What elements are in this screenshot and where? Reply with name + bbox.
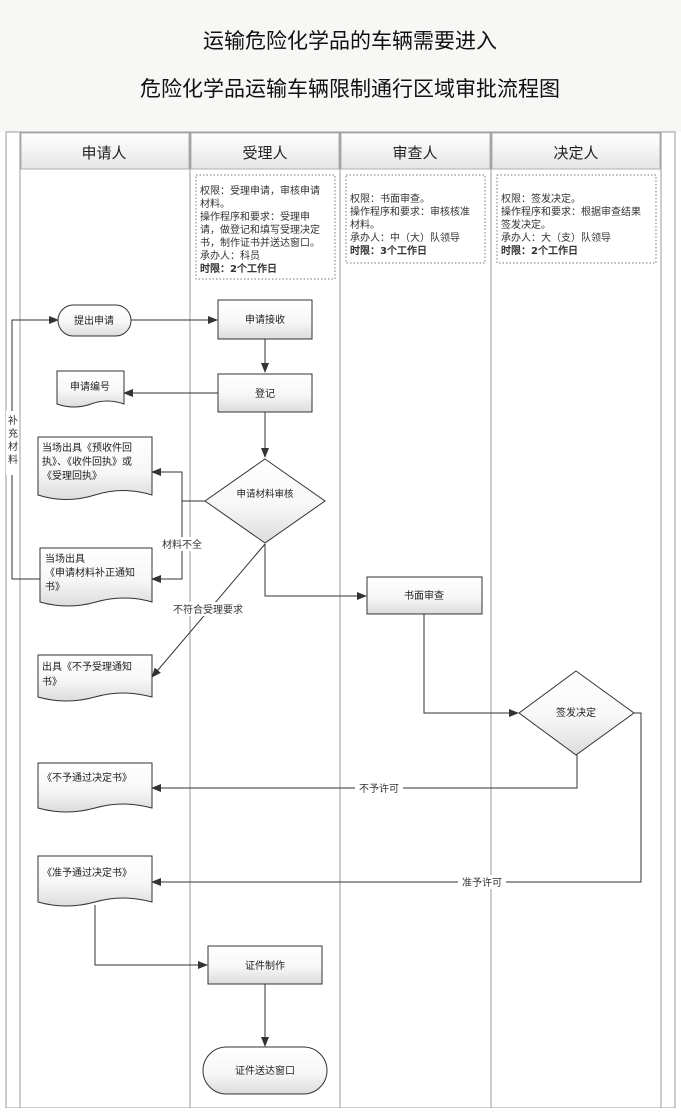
note-decider: 权限：签发决定。操作程序和要求：根据审查结果签发决定。承办人：大（支）队领导时限…	[496, 174, 657, 264]
svg-text:权限：受理申请，审核申请材料。操作程序和要求：受理申请，做登: 权限：受理申请，审核申请材料。操作程序和要求：受理申请，做登记和填写受理决定书，…	[200, 184, 320, 275]
lane-header-decider: 决定人	[553, 144, 598, 162]
title-band	[0, 0, 681, 132]
svg-text:权限：签发决定。操作程序和要求：根据审查结果签发决定。承办人: 权限：签发决定。操作程序和要求：根据审查结果签发决定。承办人：大（支）队领导时限…	[501, 192, 641, 257]
node-deliver: 证件送达窗口	[202, 1046, 328, 1095]
arrow-permit	[151, 712, 642, 886]
node-supplement-doc: 当场出具《申请材料补正通知书》	[39, 547, 153, 607]
edge-label-permitted: 准予许可	[458, 875, 506, 889]
note-reviewer: 权限：书面审查。操作程序和要求：审核核准材料。承办人：中（大）队领导时限：3个工…	[345, 174, 486, 264]
note-acceptor-line: 承办人：科员	[200, 249, 260, 262]
edge-label-supplement: 补充材料	[6, 411, 19, 475]
supplement-doc-line: 当场出具	[45, 552, 85, 565]
note-acceptor-line: 操作程序和要求：受理申	[200, 210, 310, 223]
label-not-permitted: 不予许可	[359, 783, 399, 795]
title-line-1: 运输危险化学品的车辆需要进入	[203, 29, 497, 53]
label-supplement-line: 料	[8, 453, 18, 466]
note-reviewer-line: 承办人：中（大）队领导	[350, 231, 460, 244]
supplement-doc-line: 《申请材料补正通知	[45, 566, 135, 579]
note-acceptor-line: 时限：2个工作日	[200, 262, 277, 275]
node-not-permit-label: 《不予通过决定书》	[42, 771, 132, 784]
node-app-number: 申请编号	[56, 370, 125, 408]
connectors	[11, 316, 642, 1047]
arrow-review-to-written	[264, 544, 367, 600]
lane-header-reviewer: 审查人	[392, 144, 437, 162]
note-decider-line: 时限：2个工作日	[501, 244, 578, 257]
node-receipt-doc: 当场出具《预收件回执》、《收件回执》或《受理回执》	[37, 436, 153, 500]
reject-doc-line: 出具《不予受理通知	[42, 660, 132, 673]
svg-text:当场出具《申请材料补正通知书》: 当场出具《申请材料补正通知书》	[45, 552, 135, 593]
note-acceptor-line: 权限：受理申请，审核申请	[200, 184, 320, 197]
label-supplement-line: 充	[8, 427, 18, 440]
lane-headers: 申请人 受理人 审查人 决定人	[20, 132, 661, 170]
node-register-label: 登记	[255, 387, 275, 400]
svg-text:当场出具《预收件回执》、《收件回执》或《受理回执》: 当场出具《预收件回执》、《收件回执》或《受理回执》	[42, 441, 132, 482]
note-decider-line: 操作程序和要求：根据审查结果	[501, 205, 641, 218]
node-not-permit-doc: 《不予通过决定书》	[37, 762, 153, 813]
lane-header-applicant: 申请人	[81, 144, 126, 162]
note-acceptor-line: 书，制作证书并送达窗口。	[200, 236, 320, 249]
arrow-review-to-receipt	[151, 468, 205, 502]
label-supplement-line: 材	[8, 440, 18, 453]
node-submit: 提出申请	[57, 304, 132, 337]
arrow-review-to-supplement	[151, 501, 183, 583]
edge-label-incomplete: 材料不全	[158, 537, 206, 551]
svg-text:出具《不予受理通知书》: 出具《不予受理通知书》	[42, 660, 132, 688]
node-deliver-label: 证件送达窗口	[235, 1064, 295, 1077]
node-issue-decision: 签发决定	[518, 670, 635, 756]
note-reviewer-line: 时限：3个工作日	[350, 244, 427, 257]
edge-label-not-meet: 不符合受理要求	[168, 602, 248, 616]
note-reviewer-line: 材料。	[350, 218, 380, 231]
node-register: 登记	[217, 373, 313, 413]
node-issue-decision-label: 签发决定	[556, 706, 596, 719]
note-decider-line: 权限：签发决定。	[501, 192, 581, 205]
svg-text:权限：书面审查。操作程序和要求：审核核准材料。承办人：中（大: 权限：书面审查。操作程序和要求：审核核准材料。承办人：中（大）队领导时限：3个工…	[350, 192, 470, 257]
node-written-review-label: 书面审查	[404, 589, 444, 602]
note-decider-line: 承办人：大（支）队领导	[501, 231, 611, 244]
node-app-number-label: 申请编号	[70, 380, 110, 393]
note-acceptor-line: 请，做登记和填写受理决定	[200, 223, 320, 236]
note-acceptor: 权限：受理申请，审核申请材料。操作程序和要求：受理申请，做登记和填写受理决定书，…	[195, 174, 336, 280]
title-line-2: 危险化学品运输车辆限制通行区域审批流程图	[140, 77, 560, 101]
node-make-cert: 证件制作	[207, 945, 323, 985]
supplement-doc-line: 书》	[45, 581, 65, 593]
node-review-materials: 申请材料审核	[204, 458, 326, 544]
node-receive: 申请接收	[217, 299, 313, 340]
label-incomplete: 材料不全	[162, 538, 202, 551]
reject-doc-line: 书》	[42, 676, 62, 688]
node-reject-accept-doc: 出具《不予受理通知书》	[37, 654, 153, 702]
svg-text:补充材料: 补充材料	[8, 414, 18, 466]
node-written-review: 书面审查	[366, 576, 483, 615]
note-reviewer-line: 操作程序和要求：审核核准	[350, 205, 470, 218]
label-not-meet: 不符合受理要求	[173, 603, 243, 616]
node-permit-label: 《准予通过决定书》	[42, 866, 132, 879]
node-review-label: 申请材料审核	[236, 488, 294, 500]
node-make-cert-label: 证件制作	[245, 959, 285, 972]
arrow-written-to-decision	[423, 614, 519, 717]
node-submit-label: 提出申请	[74, 314, 114, 327]
receipt-doc-line: 执》、《收件回执》或	[42, 455, 132, 468]
lane-header-acceptor: 受理人	[242, 144, 287, 162]
label-supplement-line: 补	[8, 414, 18, 427]
node-receive-label: 申请接收	[245, 313, 285, 326]
note-reviewer-line: 权限：书面审查。	[350, 192, 430, 205]
receipt-doc-line: 当场出具《预收件回	[42, 441, 132, 454]
receipt-doc-line: 《受理回执》	[42, 469, 102, 482]
arrow-permit-to-cert	[94, 905, 208, 969]
arrow-not-permit	[151, 754, 578, 792]
note-decider-line: 签发决定。	[501, 218, 551, 231]
edge-label-not-permitted: 不予许可	[355, 781, 403, 795]
note-acceptor-line: 材料。	[200, 197, 230, 210]
label-permitted: 准予许可	[462, 877, 502, 889]
swimlane-frame	[5, 131, 676, 1109]
node-permit-doc: 《准予通过决定书》	[37, 855, 153, 907]
